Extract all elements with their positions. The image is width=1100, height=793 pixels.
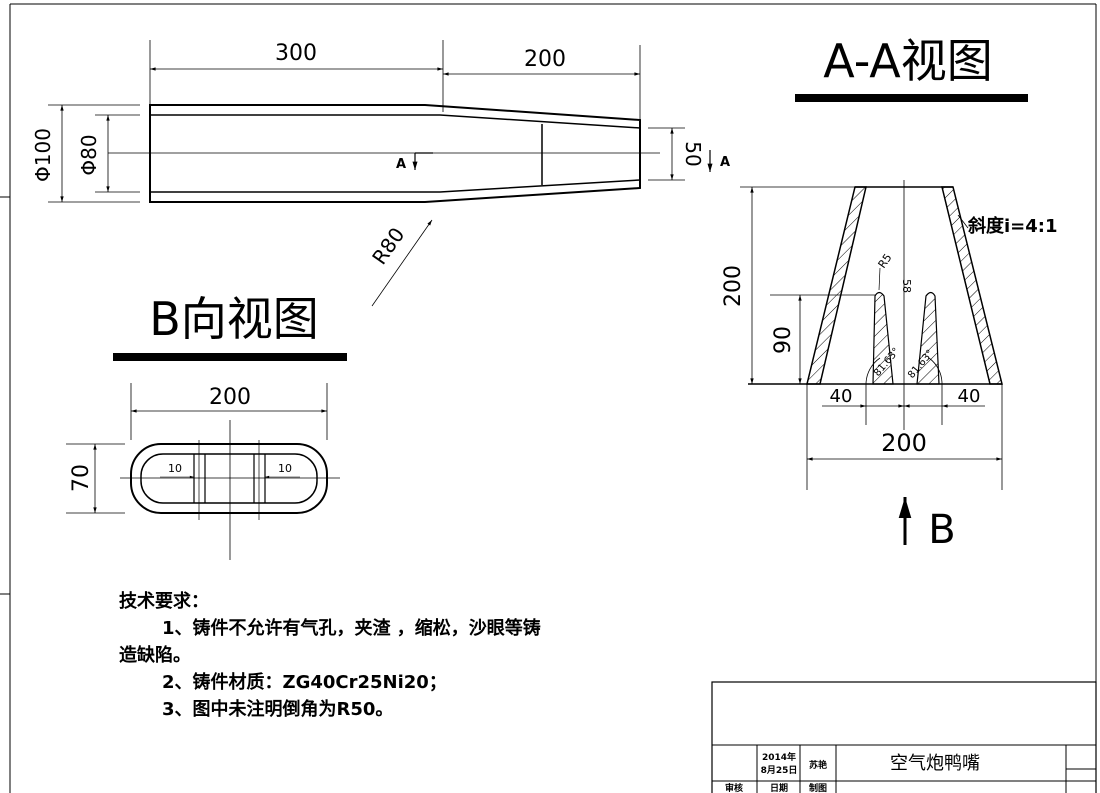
- notes-line-1b: 造缺陷。: [119, 644, 191, 666]
- section-marker-a-right: A: [720, 155, 730, 170]
- section-marker-a-left: A: [396, 157, 406, 172]
- dim-aa-40-right: 40: [958, 386, 981, 407]
- notes-line-3: 3、图中未注明倒角为R50。: [162, 698, 393, 720]
- dim-300: 300: [275, 41, 317, 66]
- notes-heading: 技术要求：: [119, 590, 209, 612]
- section-title-underline: [795, 94, 1028, 102]
- dim-bv-70: 70: [69, 464, 94, 492]
- title-block-date-label: 日期: [770, 782, 788, 793]
- dim-50: 50: [681, 141, 705, 166]
- title-block-date-2: 8月25日: [761, 765, 798, 776]
- section-view-title: A-A视图: [823, 34, 993, 88]
- dim-200-top: 200: [524, 47, 566, 72]
- sheet-border: [0, 3, 1097, 793]
- title-block-draw-label: 制图: [809, 782, 827, 793]
- dim-bv-200: 200: [209, 385, 251, 410]
- title-block-review-label: 审核: [725, 782, 743, 793]
- title-block: [711, 681, 1097, 793]
- title-block-author: 苏艳: [809, 759, 827, 771]
- b-view-title: B向视图: [149, 292, 319, 346]
- dim-aa-200-bottom: 200: [881, 429, 927, 457]
- title-block-date: 2014年: [762, 751, 796, 763]
- slope-label: 斜度i=4:1: [967, 215, 1058, 237]
- b-view: [66, 383, 340, 560]
- notes-line-2: 2、铸件材质：ZG40Cr25Ni20；: [162, 671, 447, 693]
- front-view: [48, 40, 713, 307]
- dim-aa-90: 90: [771, 326, 796, 354]
- b-view-title-underline: [113, 353, 347, 361]
- title-block-part-name: 空气炮鸭嘴: [890, 753, 980, 774]
- dim-aa-58: 58: [900, 279, 913, 293]
- dim-aa-40-left: 40: [830, 386, 853, 407]
- dim-aa-r5: R5: [876, 251, 895, 270]
- dim-dia100: Φ100: [31, 128, 55, 182]
- dim-dia80: Φ80: [77, 134, 101, 175]
- section-view: [740, 180, 1003, 545]
- dim-bv-10-left: 10: [168, 462, 182, 475]
- notes-line-1: 1、铸件不允许有气孔，夹渣 ，缩松，沙眼等铸: [162, 617, 541, 639]
- view-b-arrow-label: B: [928, 507, 955, 553]
- dim-aa-200: 200: [721, 265, 746, 307]
- technical-notes: 技术要求： 1、铸件不允许有气孔，夹渣 ，缩松，沙眼等铸 造缺陷。 2、铸件材质…: [119, 590, 541, 720]
- dim-bv-10-right: 10: [278, 462, 292, 475]
